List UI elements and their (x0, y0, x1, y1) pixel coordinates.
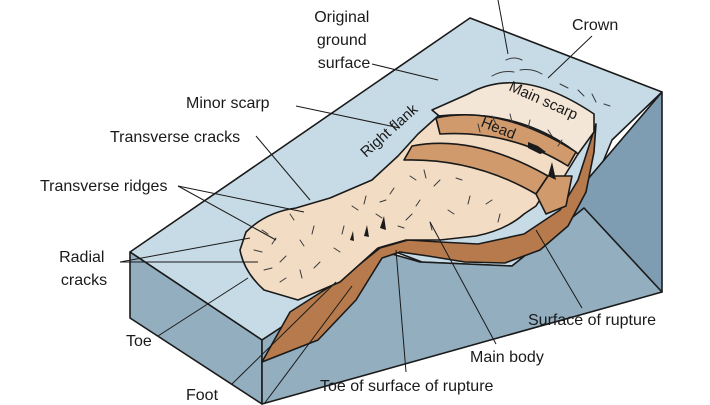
label-transverse-ridges: Transverse ridges (40, 178, 167, 195)
head-block-front (535, 175, 573, 215)
crown-cracks (491, 57, 611, 107)
label-radial-cracks: Radial cracks (59, 249, 109, 289)
label-cracks: cracks (61, 272, 107, 289)
label-foot: Foot (186, 387, 219, 404)
label-crown: Crown (572, 17, 618, 34)
crack-ticks (253, 113, 563, 283)
label-ground: ground (317, 32, 367, 49)
leader-lines (119, 0, 593, 405)
label-transverse-cracks: Transverse cracks (110, 129, 240, 146)
label-surface-of-rupture: Surface of rupture (528, 312, 656, 329)
label-main-body: Main body (470, 349, 544, 366)
label-original-ground-surface: Original ground surface (314, 9, 374, 72)
label-surface: surface (318, 55, 371, 72)
open-cracks (350, 142, 556, 241)
label-toe-of-surface-of-rupture: Toe of surface of rupture (320, 378, 494, 395)
label-radial: Radial (59, 249, 104, 266)
label-original: Original (314, 9, 369, 26)
head-block-upper (435, 114, 577, 167)
label-minor-scarp: Minor scarp (186, 95, 270, 112)
label-toe: Toe (126, 333, 152, 350)
